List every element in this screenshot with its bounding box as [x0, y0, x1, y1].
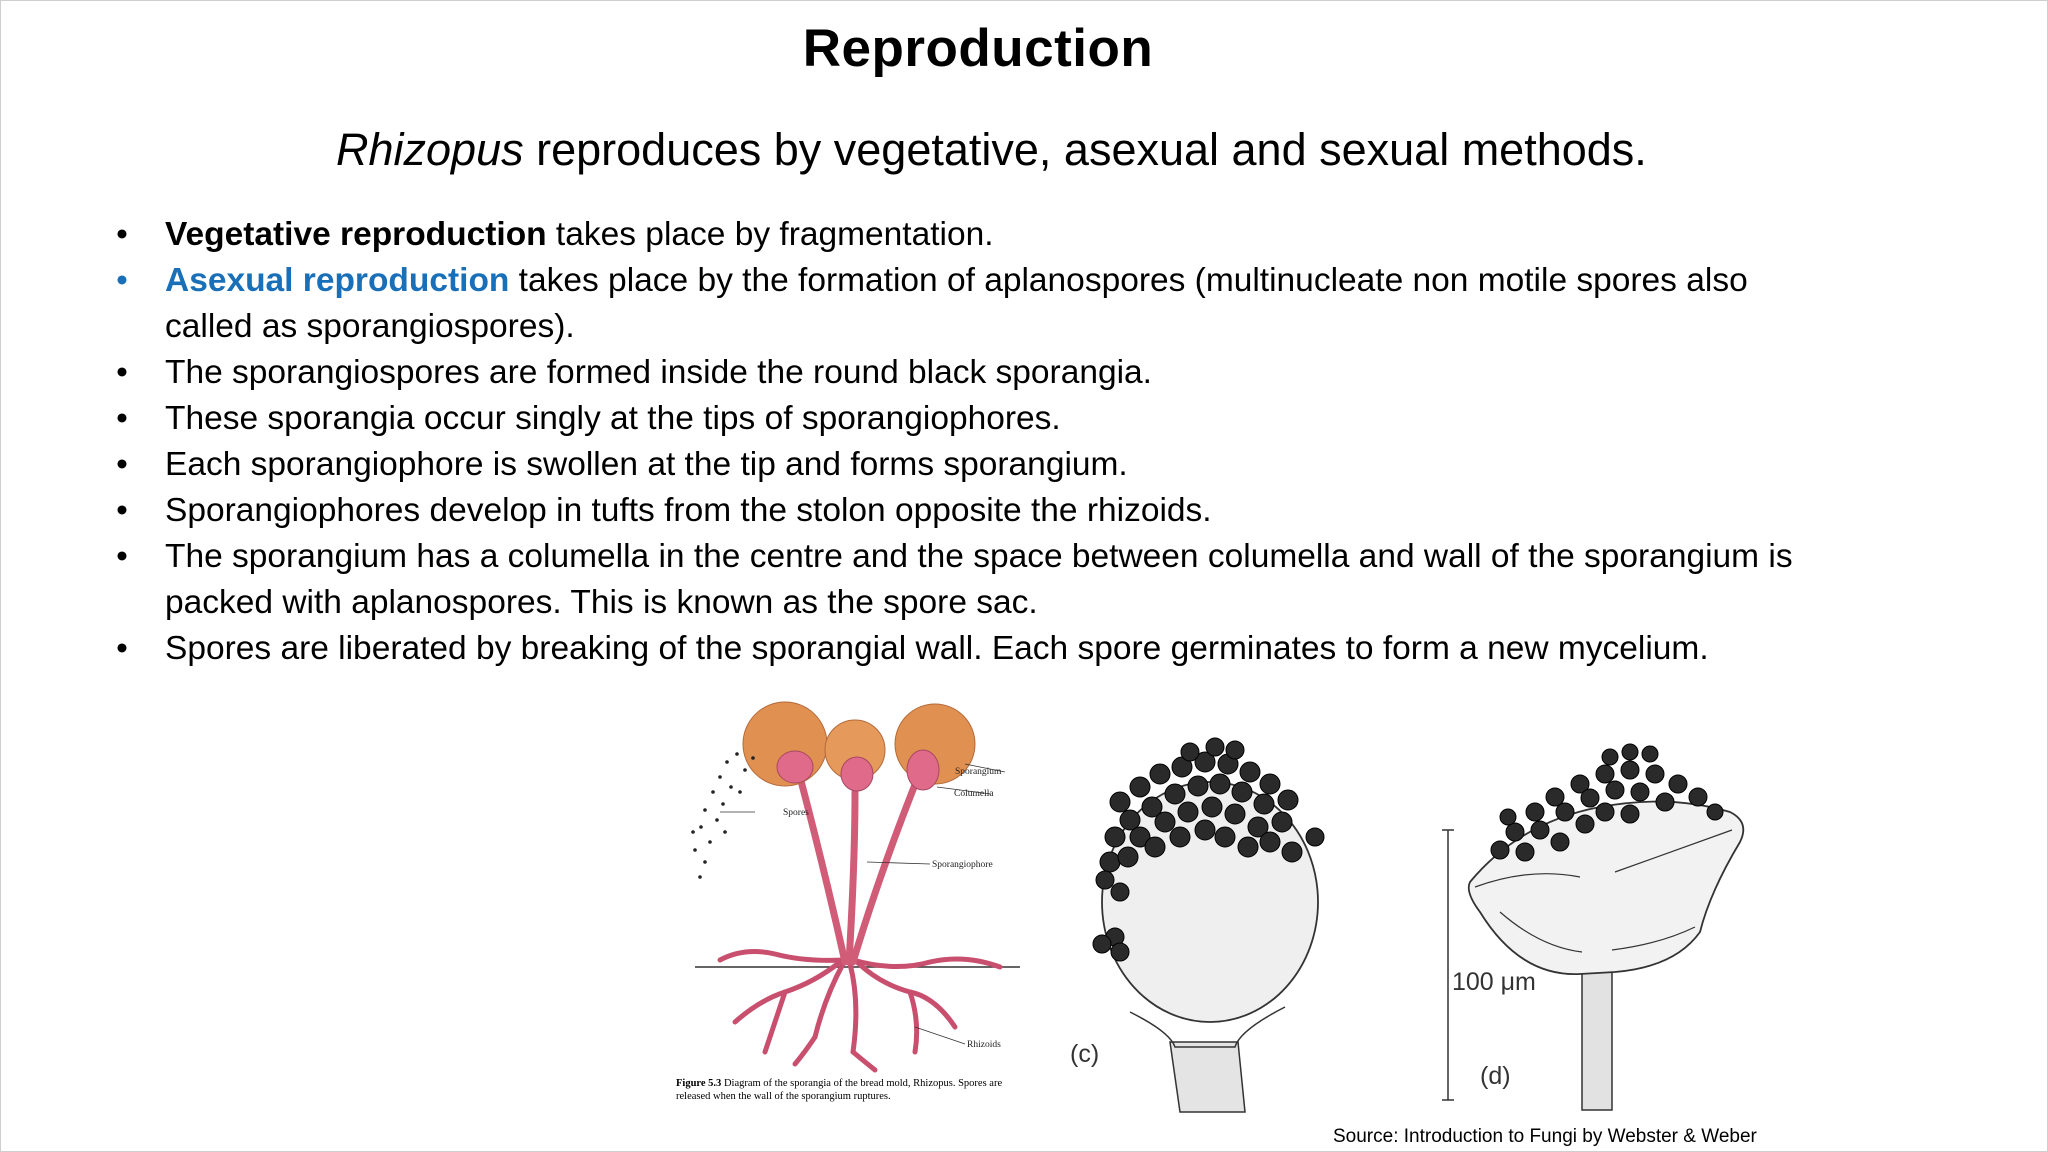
bullet-text: These sporangia occur singly at the tips…: [165, 400, 1061, 437]
bullet-item: • Each sporangiophore is swollen at the t…: [112, 442, 1812, 488]
rhizopus-diagram-svg: Sporangium Columella Spores Sporangiopho…: [691, 701, 1020, 1073]
sporangiophores: [796, 768, 924, 966]
micrograph-panel-c: (c): [1060, 712, 1340, 1122]
bullet-text: takes place by fragmentation.: [546, 216, 994, 253]
bullet-item: • Vegetative reproduction takes place by …: [112, 212, 1812, 258]
label-spores: Spores: [783, 808, 809, 818]
bullet-item: • Spores are liberated by breaking of the…: [112, 626, 1812, 672]
bullet-text: Sporangiophores develop in tufts from th…: [165, 492, 1212, 529]
figure-caption: Figure 5.3 Diagram of the sporangia of t…: [676, 1077, 1016, 1103]
bullet-item: • These sporangia occur singly at the tip…: [112, 396, 1812, 442]
bullet-item: • Sporangiophores develop in tufts from t…: [112, 488, 1812, 534]
label-sporangium: Sporangium: [955, 767, 1002, 777]
slide-subtitle: Rhizopus reproduces by vegetative, asexu…: [336, 124, 1647, 176]
bullet-text: takes place by the formation of aplanosp…: [165, 262, 1748, 345]
bullet-dot: •: [116, 216, 128, 253]
figure-caption-number: Figure 5.3: [676, 1078, 722, 1089]
spore-cluster: [1490, 743, 1724, 862]
bullet-dot: •: [116, 400, 128, 437]
panel-c-label: (c): [1070, 1040, 1099, 1068]
subtitle-text: reproduces by vegetative, asexual and se…: [523, 124, 1647, 175]
bullet-dot: •: [116, 538, 128, 575]
bullet-text: The sporangium has a columella in the ce…: [165, 538, 1793, 621]
source-citation: Source: Introduction to Fungi by Webster…: [1333, 1126, 1757, 1147]
columellae: [776, 749, 940, 792]
label-rhizoids: Rhizoids: [967, 1040, 1001, 1050]
bullet-list: • Vegetative reproduction takes place by …: [112, 212, 1812, 672]
bullet-keyword: Asexual reproduction: [165, 262, 510, 299]
bullet-text: The sporangiospores are formed inside th…: [165, 354, 1152, 391]
bullet-dot: •: [116, 262, 128, 299]
micrograph-panel-d: 100 μm (d): [1440, 712, 1780, 1112]
scale-label: 100 μm: [1452, 968, 1536, 996]
rhizopus-diagram: Sporangium Columella Spores Sporangiopho…: [665, 692, 1025, 1077]
micrograph-c-svg: (c): [1070, 737, 1325, 1113]
spore-cluster: [1092, 737, 1325, 962]
panel-d-label: (d): [1480, 1062, 1511, 1090]
figure-caption-text: Diagram of the sporangia of the bread mo…: [676, 1078, 1003, 1102]
bullet-dot: •: [116, 446, 128, 483]
bullet-dot: •: [116, 492, 128, 529]
label-columella: Columella: [954, 789, 994, 799]
rhizoids: [717, 949, 1003, 1073]
bullet-text: Spores are liberated by breaking of the …: [165, 630, 1709, 667]
bullet-keyword: Vegetative reproduction: [165, 216, 547, 253]
micrograph-d-svg: 100 μm (d): [1442, 743, 1745, 1111]
spore-dots: [691, 752, 755, 879]
stalk: [1169, 1041, 1246, 1113]
bullet-dot: •: [116, 630, 128, 667]
bullet-dot: •: [116, 354, 128, 391]
bullet-text: Each sporangiophore is swollen at the ti…: [165, 446, 1128, 483]
bullet-item: • Asexual reproduction takes place by the…: [112, 258, 1812, 350]
slide-title: Reproduction: [802, 19, 1154, 78]
bullet-item: • The sporangium has a columella in the c…: [112, 534, 1812, 626]
subtitle-genus: Rhizopus: [336, 124, 524, 175]
bullet-item: • The sporangiospores are formed inside t…: [112, 350, 1812, 396]
leader-lines: [720, 763, 1006, 1045]
label-sporangiophore: Sporangiophore: [932, 860, 993, 870]
